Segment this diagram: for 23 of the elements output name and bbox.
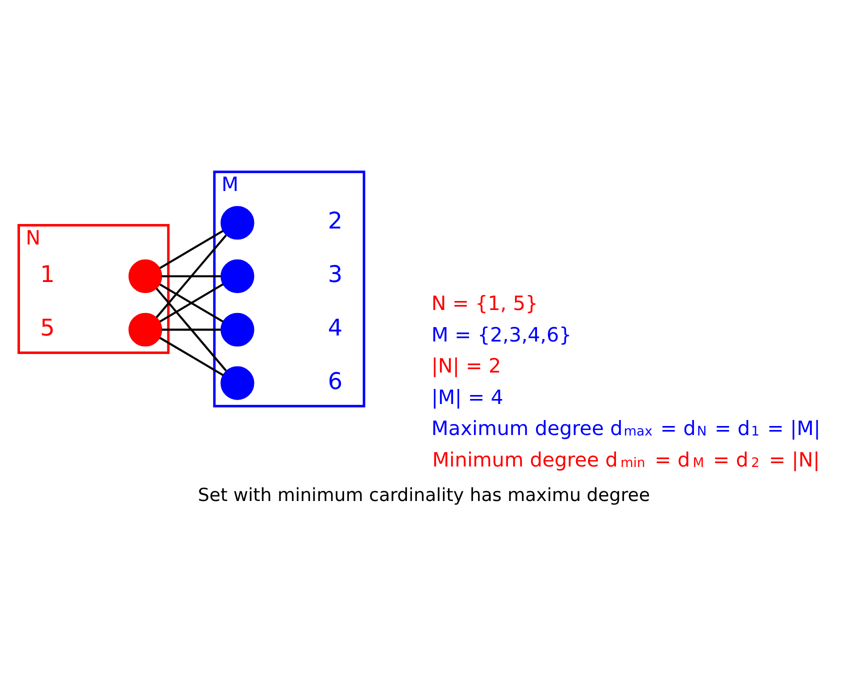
node-label: 4: [328, 314, 343, 341]
node-label: 1: [40, 261, 55, 288]
connector: [159, 229, 224, 269]
node-label: 2: [328, 208, 343, 234]
node-circle: [128, 258, 162, 293]
connector: [156, 234, 227, 318]
node-label: 5: [40, 314, 55, 341]
label: M = {2,3,4,6}: [431, 322, 572, 346]
node-circle: [220, 258, 254, 293]
connector: [156, 287, 227, 371]
label: |N| = 2: [431, 354, 502, 378]
label: N = {1, 5}: [431, 292, 538, 315]
label: |M| = 4: [431, 385, 504, 408]
node-label: 3: [328, 261, 343, 288]
connector: [162, 274, 221, 277]
caption: Set with minimum cardinality has maximu degree: [198, 484, 650, 506]
connector: [159, 336, 224, 376]
node-circle: [128, 312, 162, 346]
node-label: 6: [328, 368, 343, 394]
node-circle: [220, 205, 254, 240]
connector: [162, 328, 221, 330]
node-circle: [220, 312, 254, 346]
node-circle: [220, 366, 254, 400]
